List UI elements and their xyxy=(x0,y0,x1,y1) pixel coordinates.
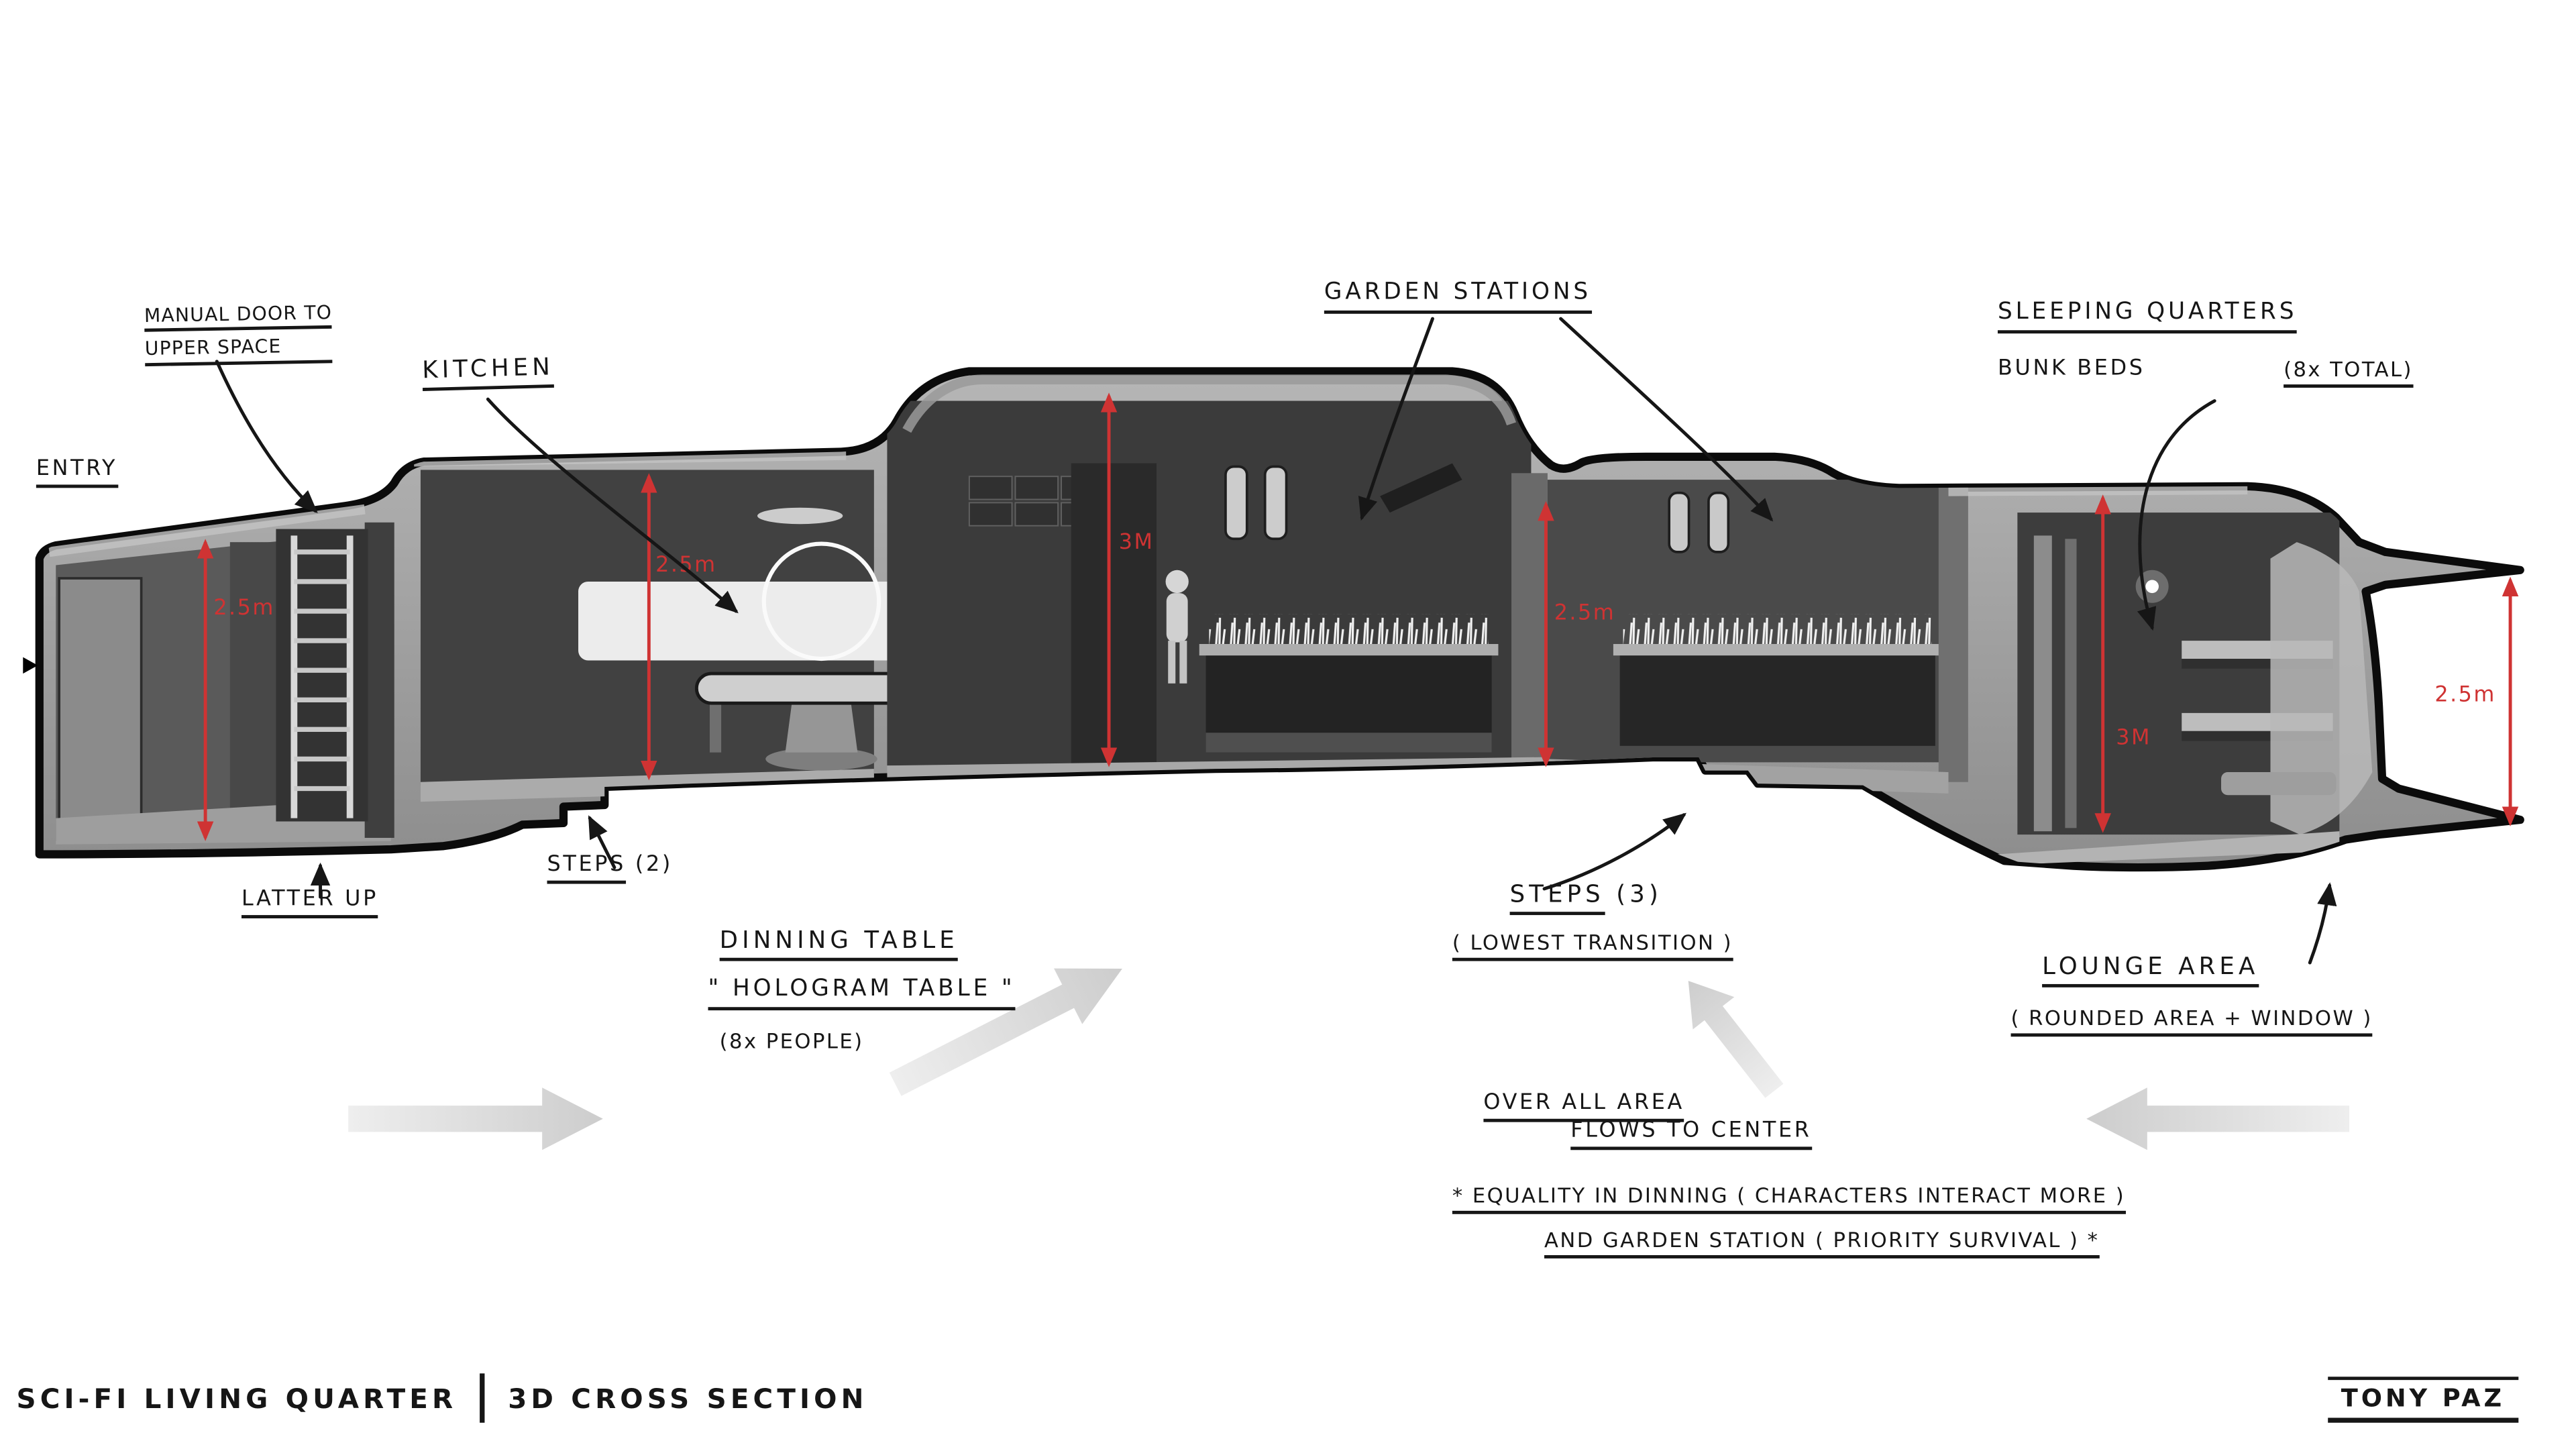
human-figure xyxy=(1165,570,1189,684)
label-equality-note-line2: AND GARDEN STATION ( PRIORITY SURVIVAL )… xyxy=(1544,1227,2100,1258)
label-hologram-table: " HOLOGRAM TABLE " xyxy=(708,976,1016,1010)
label-manual-door: MANUAL DOOR TO UPPER SPACE xyxy=(144,301,333,371)
label-manual-door-line2: UPPER SPACE xyxy=(144,334,333,366)
author-signature: TONY PAZ xyxy=(2328,1377,2518,1423)
label-table-capacity: (8x PEOPLE) xyxy=(719,1028,864,1053)
label-bunk-beds: BUNK BEDS xyxy=(1997,356,2145,382)
flow-arrow-center xyxy=(1688,981,1784,1098)
label-flow-note-line2: FLOWS TO CENTER xyxy=(1570,1119,1812,1150)
label-bunk-total: (8x TOTAL) xyxy=(2284,356,2413,388)
dimension-label-sleeping: 3M xyxy=(2116,724,2151,749)
label-dinning-table: DINNING TABLE xyxy=(719,926,959,961)
lounge-seat xyxy=(2221,772,2337,796)
ladder xyxy=(276,529,368,822)
dimension-arrows: 2.5m 2.5m 3M 2.5m 3M 2.5m xyxy=(197,392,2519,841)
dimension-label-lounge: 2.5m xyxy=(2434,682,2496,707)
arrow-sleeping xyxy=(2137,399,2216,631)
garden-room xyxy=(1547,480,1968,794)
flow-arrow-diagonal xyxy=(889,968,1122,1096)
label-lounge-detail: ( ROUNDED AREA + WINDOW ) xyxy=(2010,1006,2373,1036)
label-kitchen: KITCHEN xyxy=(421,353,555,392)
sheet-title: SCI-FI LIVING QUARTER 3D CROSS SECTION xyxy=(16,1373,868,1423)
arrow-lounge xyxy=(2308,882,2337,965)
sheet-title-left: SCI-FI LIVING QUARTER xyxy=(16,1382,458,1414)
dimension-label-dome: 3M xyxy=(1119,529,1155,554)
garden-planter-right xyxy=(1613,614,1942,746)
label-equality-note-line1: * EQUALITY IN DINNING ( CHARACTERS INTER… xyxy=(1452,1183,2126,1214)
arrow-kitchen xyxy=(486,397,739,614)
ceiling-light xyxy=(757,507,843,525)
arrow-manual-door xyxy=(215,360,318,514)
flow-arrow-left xyxy=(348,1087,603,1150)
sheet-title-right: 3D CROSS SECTION xyxy=(508,1382,868,1414)
dimension-label-entry: 2.5m xyxy=(213,594,274,620)
lounge-floor xyxy=(1997,831,2340,865)
garden-planter-left xyxy=(1199,614,1499,753)
roof-highlights xyxy=(48,450,2248,557)
label-lounge-area: LOUNGE AREA xyxy=(2042,953,2259,988)
label-steps-3: STEPS (3) xyxy=(1509,881,1662,916)
arrow-garden-right xyxy=(1559,317,1774,522)
label-latter-up: LATTER UP xyxy=(241,887,379,919)
label-entry: ENTRY xyxy=(36,457,118,488)
title-divider xyxy=(480,1373,485,1423)
entry-door xyxy=(58,577,143,830)
dimension-label-kitchen: 2.5m xyxy=(655,551,716,577)
counter-ring xyxy=(761,541,881,661)
left-pointer-icon xyxy=(23,657,38,674)
arrow-garden-left xyxy=(1358,317,1434,521)
label-lowest-transition: ( LOWEST TRANSITION ) xyxy=(1452,930,1733,961)
arrow-steps-3 xyxy=(1542,812,1687,891)
entry-room xyxy=(56,522,394,845)
flow-arrow-right xyxy=(2086,1087,2350,1150)
dimension-label-garden: 2.5m xyxy=(1554,599,1615,625)
annotation-arrows xyxy=(215,317,2337,965)
label-flow-note-line1: OVER ALL AREA xyxy=(1483,1091,1685,1123)
label-manual-door-line1: MANUAL DOOR TO xyxy=(144,301,333,333)
label-sleeping-quarters: SLEEPING QUARTERS xyxy=(1997,299,2298,333)
label-garden-stations: GARDEN STATIONS xyxy=(1324,279,1592,313)
ceiling-pipes-right xyxy=(1668,491,1730,553)
cross-section-render xyxy=(23,367,2524,872)
dome-room xyxy=(887,374,1653,786)
lounge-window xyxy=(2270,542,2373,835)
sleeping-lounge-room xyxy=(1997,513,2373,865)
ceiling-pipes-left xyxy=(1224,465,1288,541)
label-steps-2: STEPS (2) xyxy=(547,853,674,885)
angled-duct xyxy=(1380,463,1462,513)
arrow-steps-2 xyxy=(588,815,616,869)
